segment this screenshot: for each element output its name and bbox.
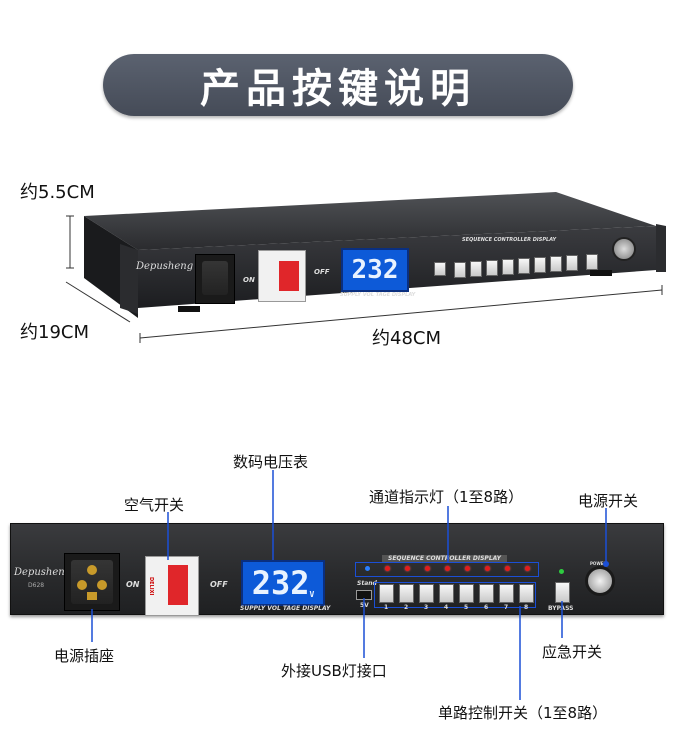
stand-label: Stand [357,580,377,587]
display-label-top: SUPPLY VOL TAGE DISPLAY [340,292,416,298]
callout-emergency-switch: 应急开关 [542,643,603,661]
callout-voltmeter: 数码电压表 [233,453,309,471]
channel-number-5: 5 [464,604,469,611]
on-label: ON [126,580,140,589]
outlet-top [195,254,235,304]
brand-label-top: Depusheng [136,261,194,272]
callout-air-switch: 空气开关 [124,496,185,514]
page-title: 产品按键说明 [103,54,573,116]
channel-led-3 [425,566,430,571]
channel-switch-5[interactable] [479,584,494,603]
sequence-label: SEQUENCE CONTROLLER DISPLAY [382,555,507,562]
channel-number-6: 6 [484,604,489,611]
depth-label: 约19CM [20,322,90,343]
channel-switch-highlight [374,582,536,608]
channel-switch-6[interactable] [499,584,514,603]
bypass-label: BYPASS [548,605,574,612]
channel-number-7: 7 [504,604,509,611]
display-label: SUPPLY VOL TAGE DISPLAY [240,605,331,612]
channel-led-6 [485,566,490,571]
on-label-top: ON [243,276,255,284]
callout-channel-indicator: 通道指示灯（1至8路） [369,488,524,506]
dimension-lines [65,215,663,343]
voltmeter-display-top: 232 [341,248,409,292]
channel-switch-0[interactable] [379,584,394,603]
channel-led-2 [405,566,410,571]
power-label: POWER [590,561,607,566]
off-label-top: OFF [314,268,330,276]
voltage-value: 232 [251,564,310,602]
channel-switch-4[interactable] [459,584,474,603]
channel-led-5 [465,566,470,571]
channel-switch-3[interactable] [439,584,454,603]
power-outlet[interactable] [64,553,120,611]
callout-outlet: 电源插座 [54,647,115,665]
callout-power-switch: 电源开关 [578,492,639,510]
brand-label: Depusheng [14,567,72,578]
callout-usb-port: 外接USB灯接口 [281,662,387,680]
channel-led-7 [505,566,510,571]
breaker-top [258,250,306,302]
channel-switch-1[interactable] [399,584,414,603]
power-switch[interactable] [585,566,615,596]
channel-led-highlight [355,562,539,577]
voltage-unit: V [309,589,315,599]
breaker-brand: DELIXI [148,577,154,596]
air-switch[interactable]: DELIXI [145,556,199,616]
channel-number-4: 4 [444,604,449,611]
channel-led-8 [525,566,530,571]
channel-number-1: 1 [384,604,389,611]
channel-switch-7[interactable] [519,584,534,603]
channel-number-2: 2 [404,604,409,611]
channel-led-1 [385,566,390,571]
power-knob-top [612,237,636,261]
off-label: OFF [210,580,228,589]
stand-led [365,566,370,571]
bypass-led [559,569,564,574]
channel-switch-2[interactable] [419,584,434,603]
channel-led-4 [445,566,450,571]
width-label: 约48CM [372,328,442,349]
channel-number-8: 8 [524,604,529,611]
channel-switches-top [434,254,614,280]
height-label: 约5.5CM [20,182,95,203]
callout-channel-switch: 单路控制开关（1至8路） [438,704,608,722]
model-label: D628 [28,582,45,589]
channel-number-3: 3 [424,604,429,611]
sequence-label-top: SEQUENCE CONTROLLER DISPLAY [462,237,557,243]
